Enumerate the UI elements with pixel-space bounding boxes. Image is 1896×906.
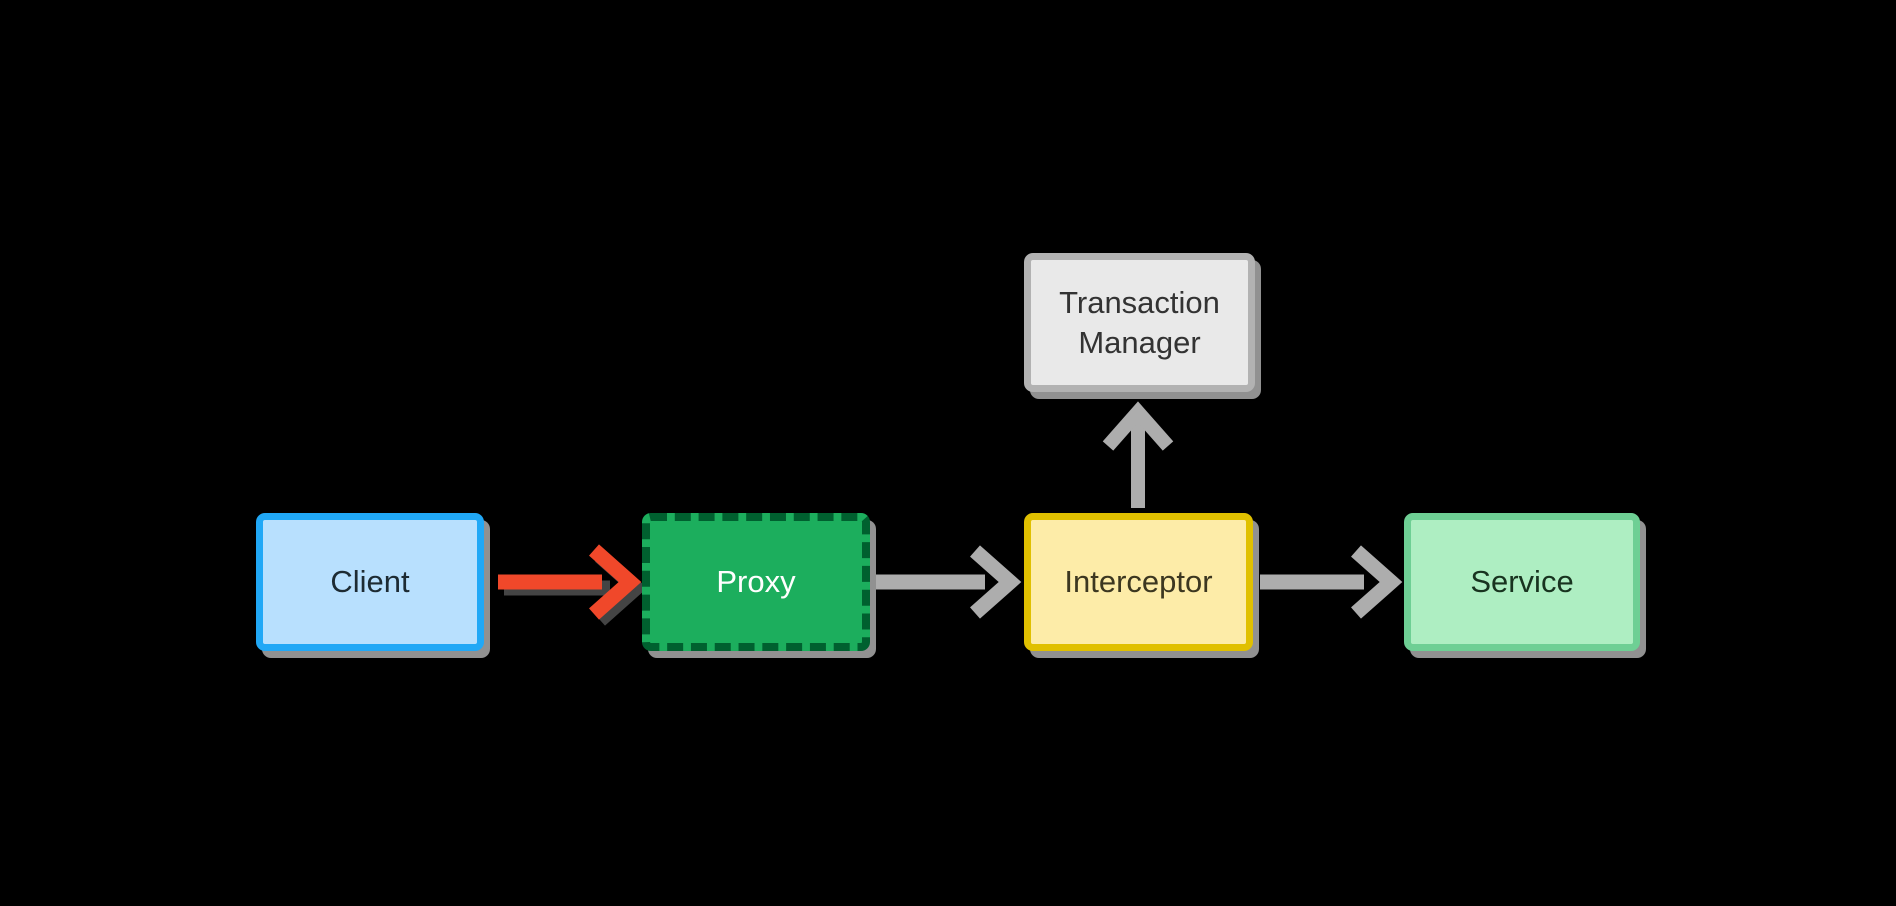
node-transaction-manager-label: Transaction Manager [1059,285,1220,360]
node-interceptor[interactable]: Interceptor [1024,513,1253,651]
node-client[interactable]: Client [256,513,484,651]
node-service-label: Service [1470,564,1574,600]
edge-proxy-to-interceptor [876,545,1022,619]
arrow-shadows [504,550,648,626]
node-proxy-label: Proxy [716,564,796,600]
node-proxy[interactable]: Proxy [642,513,870,651]
node-transaction-manager[interactable]: Transaction Manager [1024,253,1255,392]
node-service[interactable]: Service [1404,513,1640,651]
node-client-label: Client [330,564,410,600]
edge-interceptor-to-service [1260,545,1403,619]
edge-client-to-proxy [498,544,642,620]
node-interceptor-label: Interceptor [1064,564,1213,600]
edge-interceptor-to-transaction-manager [1102,401,1174,508]
